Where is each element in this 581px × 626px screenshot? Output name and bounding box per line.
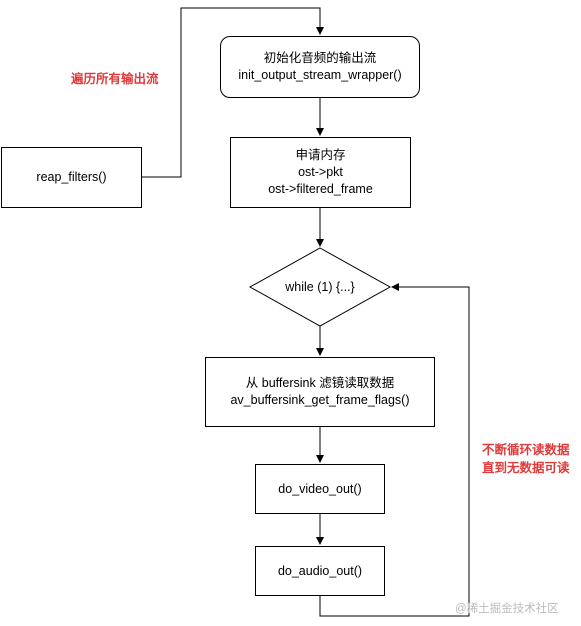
edge-audio-loop-back — [319, 283, 470, 617]
read-buffersink-node: 从 buffersink 滤镜读取数据 av_buffersink_get_fr… — [205, 357, 435, 427]
do-audio-out-node: do_audio_out() — [255, 546, 385, 596]
traverse-annotation: 遍历所有输出流 — [71, 72, 159, 86]
audio-node-label: do_audio_out() — [277, 563, 363, 578]
loop-annotation-line1: 不断循环读数据 — [482, 443, 570, 457]
init-node-function: init_output_stream_wrapper() — [238, 68, 402, 82]
read-node-title: 从 buffersink 滤镜读取数据 — [245, 376, 395, 390]
alloc-memory-node: 申请内存 ost->pkt ost->filtered_frame — [230, 137, 411, 208]
watermark-text: @稀土掘金技术社区 — [455, 603, 559, 615]
loop-annotation-line2: 直到无数据可读 — [482, 461, 570, 475]
alloc-node-title: 申请内存 — [295, 148, 346, 162]
alloc-node-pkt: ost->pkt — [298, 165, 343, 179]
read-node-function: av_buffersink_get_frame_flags() — [230, 393, 410, 407]
alloc-node-frame: ost->filtered_frame — [268, 182, 373, 196]
reap-filters-label: reap_filters() — [36, 170, 107, 184]
loop-decision-label: while (1) {...} — [285, 279, 355, 294]
edge-reap-to-init — [142, 7, 324, 178]
do-video-out-node: do_video_out() — [255, 464, 385, 514]
video-node-label: do_video_out() — [278, 481, 362, 496]
init-node-title: 初始化音频的输出流 — [263, 51, 377, 65]
reap-filters-node: reap_filters() — [1, 147, 142, 208]
init-output-stream-node: 初始化音频的输出流 init_output_stream_wrapper() — [220, 36, 420, 98]
